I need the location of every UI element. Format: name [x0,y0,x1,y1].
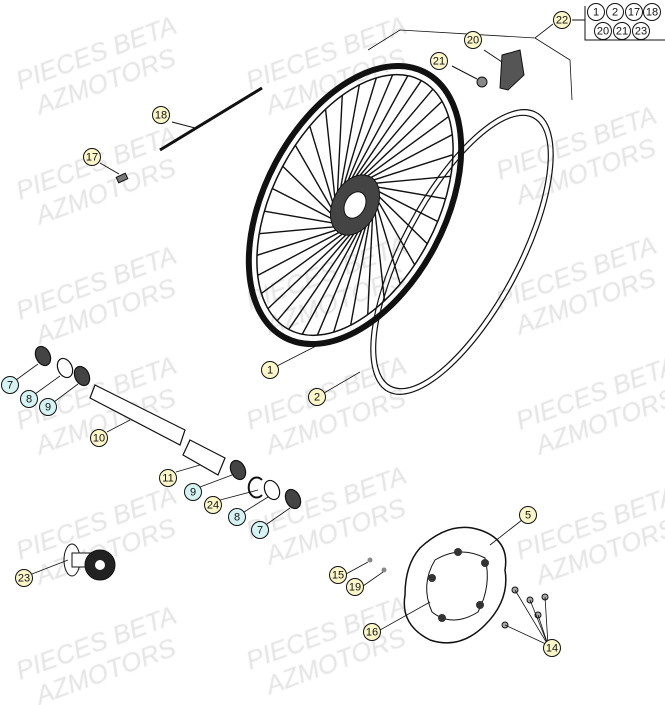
callout-number: 8 [26,394,32,406]
callout-number: 9 [45,402,51,414]
callout-number: 20 [597,26,609,38]
callout-washer[interactable]: 15 [329,566,347,584]
callout-circlip[interactable]: 24 [204,496,222,514]
callout-number: 16 [366,627,378,639]
callout-number: 24 [207,500,219,512]
callout-bearing-left[interactable]: 9 [39,398,57,416]
valve-cap [483,49,525,91]
kit-item[interactable]: 21 [613,22,631,40]
callout-disc-bolt[interactable]: 16 [363,623,381,641]
callout-number: 18 [646,7,658,19]
callout-number: 11 [162,473,173,485]
callout-number: 1 [267,365,273,377]
callout-number: 21 [616,26,628,38]
callout-spoke[interactable]: 18 [152,106,170,124]
callout-number: 17 [628,7,640,19]
callout-bearing-right[interactable]: 9 [184,483,202,501]
callout-number: 23 [635,26,647,38]
callout-axle[interactable]: 10 [90,429,108,447]
hub [31,543,116,581]
callout-valve-nut[interactable]: 21 [430,52,448,70]
callout-nut[interactable]: 19 [346,578,364,596]
callout-number: 21 [433,56,445,68]
kit-item[interactable]: 17 [625,3,643,21]
axle-leaders [15,363,291,525]
valve-nut [451,65,488,88]
callout-spacer-tube[interactable]: 11 [159,469,177,487]
callout-oil-seal-right[interactable]: 7 [251,521,269,539]
callout-number: 5 [525,510,531,522]
kit-item[interactable]: 18 [643,3,661,21]
callout-spoke-nipple[interactable]: 17 [83,148,101,166]
callout-number: 17 [86,152,98,164]
kit-item[interactable]: 23 [632,22,650,40]
callout-spacer-right[interactable]: 8 [228,508,246,526]
callout-disc-screws[interactable]: 14 [543,639,561,657]
callout-number: 2 [314,392,320,404]
callout-number: 18 [155,110,167,122]
callout-hub[interactable]: 23 [15,569,33,587]
callout-oil-seal-left[interactable]: 7 [1,376,19,394]
callout-number: 2 [612,7,618,19]
callout-number: 15 [332,570,344,582]
wheel-leaders [276,344,361,394]
front-wheel [245,62,465,348]
brake-disc [345,519,549,646]
kit-box: 1 2 17 18 20 21 23 [572,3,665,41]
kit-item[interactable]: 1 [587,3,605,21]
callout-brake-disc[interactable]: 5 [519,506,537,524]
kit-item[interactable]: 2 [606,3,624,21]
callout-rim-band[interactable]: 2 [308,388,326,406]
callout-number: 8 [234,512,240,524]
callout-number: 1 [593,7,599,19]
callout-number: 20 [467,35,479,47]
axle-assembly [34,345,302,510]
callout-number: 7 [257,525,263,537]
callout-valve-cap[interactable]: 20 [464,31,482,49]
callout-kit[interactable]: 22 [553,11,571,29]
callout-number: 22 [556,15,568,27]
callout-front-wheel[interactable]: 1 [261,361,279,379]
callout-spacer-left[interactable]: 8 [20,390,38,408]
callout-number: 9 [190,487,196,499]
callout-number: 23 [18,573,30,585]
rim-band [370,109,554,395]
callout-number: 14 [546,643,558,655]
callout-number: 10 [93,433,105,445]
callout-number: 19 [349,582,361,594]
callout-number: 7 [7,380,13,392]
spoke [159,86,263,152]
spoke-nipple [99,162,129,184]
kit-item[interactable]: 20 [594,22,612,40]
